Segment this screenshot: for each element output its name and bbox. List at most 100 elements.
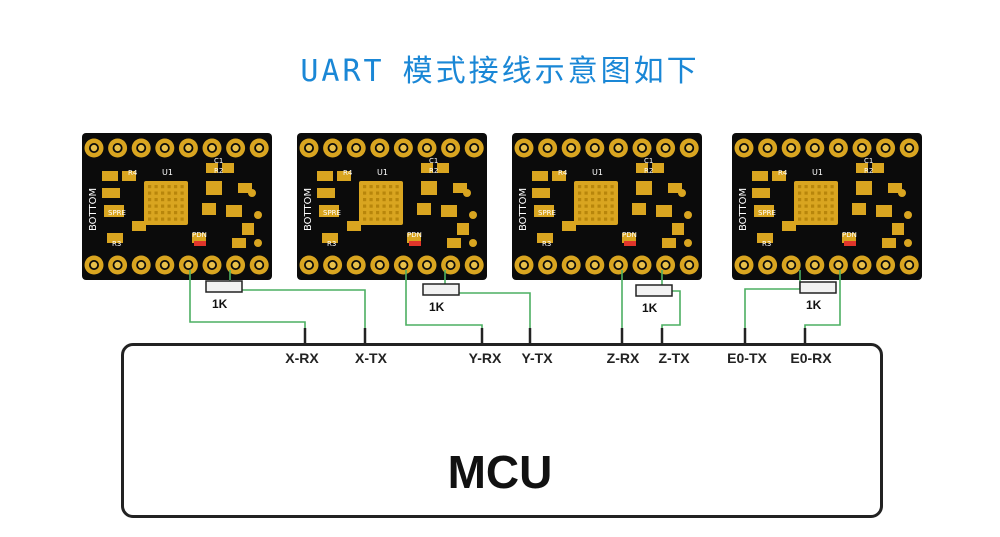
chip-ball <box>578 198 582 202</box>
smd-pad <box>636 181 652 195</box>
chip-ball <box>597 198 601 202</box>
chip-ball <box>148 185 152 189</box>
chip-ball <box>369 185 373 189</box>
chip-ball <box>830 191 834 195</box>
chip-label: U1 <box>377 168 388 177</box>
silkscreen-label: SPRE <box>108 209 126 217</box>
smd-pad <box>882 238 896 248</box>
smd-pad <box>232 238 246 248</box>
pad-center <box>811 144 818 152</box>
silkscreen-label: PDN <box>842 231 857 239</box>
smd-pad <box>337 171 351 181</box>
silkscreen-label: PDN <box>622 231 637 239</box>
chip-ball <box>389 185 393 189</box>
silkscreen-label: R4 <box>558 169 568 177</box>
pad-center <box>615 261 622 269</box>
chip-ball <box>148 211 152 215</box>
pad-center <box>471 261 478 269</box>
chip-ball <box>382 204 386 208</box>
via <box>248 189 256 197</box>
chip-ball <box>591 198 595 202</box>
pad-center <box>740 144 748 152</box>
chip-ball <box>824 191 828 195</box>
chip-ball <box>798 211 802 215</box>
chip-ball <box>174 191 178 195</box>
smd-pad <box>447 238 461 248</box>
chip-ball <box>798 198 802 202</box>
chip-ball <box>610 198 614 202</box>
smd-pad <box>636 163 648 173</box>
wire-z-tx <box>661 270 681 340</box>
silkscreen-label: R2 <box>214 167 223 175</box>
pad-center <box>662 144 669 152</box>
smd-pad <box>632 203 646 215</box>
silkscreen-label: R3 <box>762 240 771 248</box>
chip-ball <box>591 217 595 221</box>
pad-center <box>638 261 646 269</box>
chip-ball <box>395 217 399 221</box>
silkscreen-label: R4 <box>778 169 788 177</box>
title-chinese: 模式接线示意图如下 <box>402 54 700 89</box>
resistor-y <box>422 283 460 296</box>
chip-ball <box>830 217 834 221</box>
silkscreen-label: R4 <box>343 169 353 177</box>
silkscreen-label: R2 <box>644 167 653 175</box>
chip-ball <box>369 198 373 202</box>
chip-ball <box>167 217 171 221</box>
chip-ball <box>369 191 373 195</box>
silkscreen-label: R4 <box>128 169 138 177</box>
pad-center <box>447 144 454 152</box>
chip-ball <box>167 185 171 189</box>
led-indicator <box>624 241 636 246</box>
pad-center <box>353 144 360 152</box>
smd-pad <box>104 205 124 217</box>
chip-ball <box>817 211 821 215</box>
pad-center <box>591 144 598 152</box>
chip-ball <box>804 198 808 202</box>
chip-label: U1 <box>812 168 823 177</box>
bottom-label: BOTTOM <box>738 188 749 231</box>
chip-ball <box>604 204 608 208</box>
chip-ball <box>174 204 178 208</box>
chip-ball <box>578 217 582 221</box>
chip-ball <box>389 217 393 221</box>
chip-ball <box>604 191 608 195</box>
chip-ball <box>180 198 184 202</box>
pad-center <box>686 144 693 152</box>
pad-center <box>423 144 431 152</box>
pad-center <box>114 144 121 152</box>
chip-ball <box>584 198 588 202</box>
smd-pad <box>192 233 206 243</box>
chip-ball <box>584 185 588 189</box>
via <box>684 239 692 247</box>
pad-center <box>185 261 192 269</box>
smd-pad <box>407 233 421 243</box>
smd-pad <box>562 221 576 231</box>
silkscreen-label: C1 <box>644 157 653 165</box>
resistor-label-x: 1K <box>212 297 228 311</box>
chip-ball <box>584 191 588 195</box>
smd-pad <box>532 171 548 181</box>
pad-center <box>305 144 313 152</box>
via <box>904 211 912 219</box>
chip-ball <box>180 185 184 189</box>
pad-center <box>256 261 263 269</box>
chip-ball <box>578 185 582 189</box>
chip-ball <box>167 198 171 202</box>
pad-center <box>329 144 336 152</box>
chip-ball <box>830 198 834 202</box>
pad-center <box>376 144 383 152</box>
chip-ball <box>154 191 158 195</box>
chip-ball <box>830 185 834 189</box>
chip-ball <box>395 191 399 195</box>
chip-ball <box>591 191 595 195</box>
chip-ball <box>389 204 393 208</box>
silkscreen-label: C1 <box>864 157 873 165</box>
pad-center <box>520 144 528 152</box>
chip-ball <box>578 204 582 208</box>
via <box>684 211 692 219</box>
pad-center <box>185 144 192 152</box>
smd-pad <box>206 163 218 173</box>
